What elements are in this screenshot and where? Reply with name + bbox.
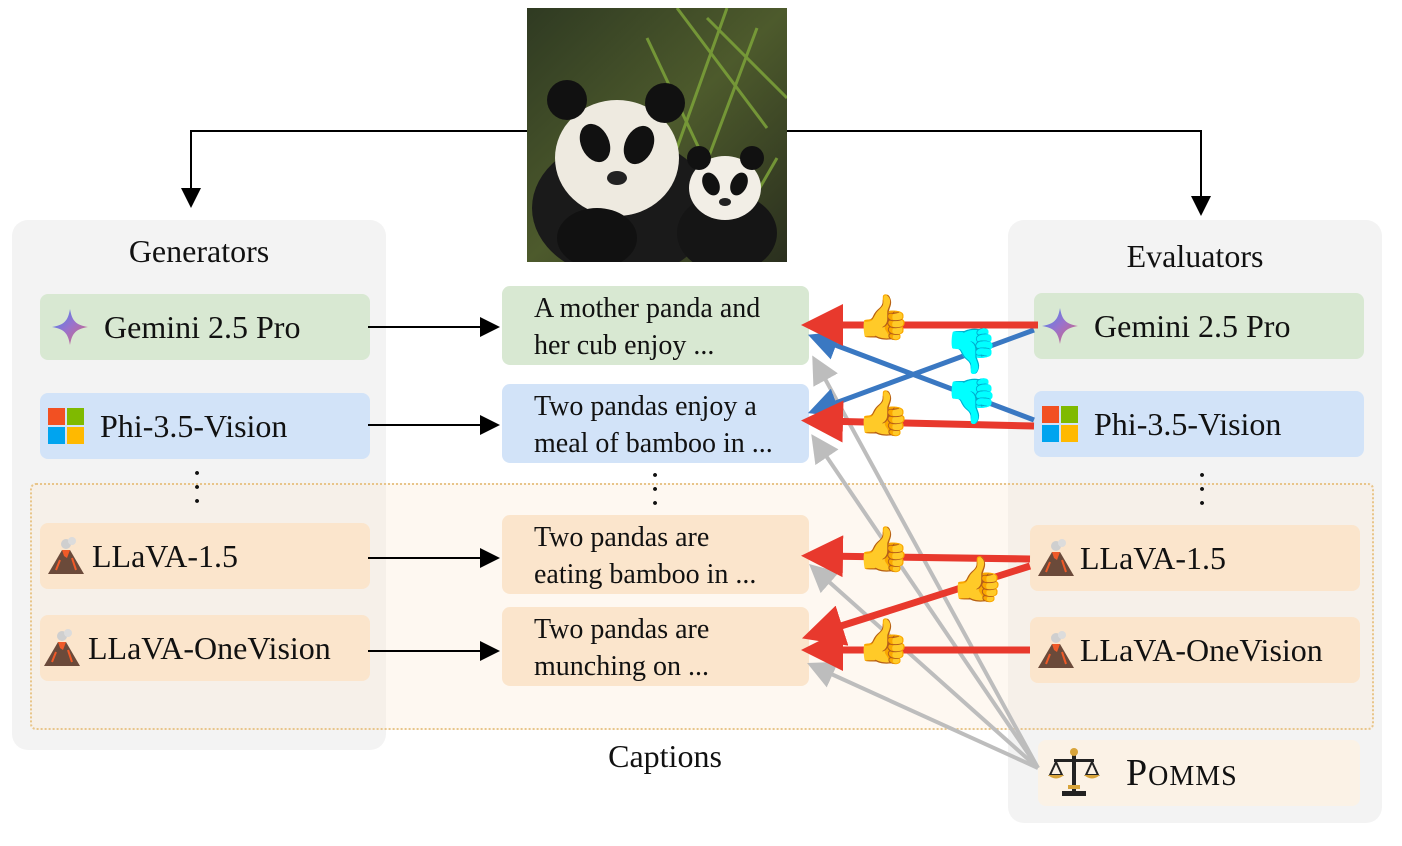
caption-gemini-line2: her cub enjoy ... [534,330,715,361]
caption-gemini: A mother panda and her cub enjoy ... [502,286,809,365]
pomms-to-caption-llava15-arrow [809,564,1040,770]
microsoft-logo-icon [1042,406,1078,442]
gemini-sparkle-icon [52,309,88,345]
phi-self-positive-arrow [801,400,1035,443]
volcano-icon [44,629,80,666]
phi-judges-gemini-negative-arrow [807,331,1035,423]
evaluators-title: Evaluators [1126,238,1264,274]
caption-llava-onevision: Two pandas are munching on ... [502,607,809,686]
evaluator-llava15: LLaVA-1.5 [1030,525,1360,591]
pomms-label-rest: OMMS [1148,761,1238,792]
volcano-icon [1038,631,1074,668]
generator-gemini: Gemini 2.5 Pro [40,294,370,360]
image-to-evaluators-arrow [787,130,1211,216]
caption-llava15-line1: Two pandas are [534,522,710,553]
volcano-icon [1038,539,1074,576]
caption-llava-onevision-line1: Two pandas are [534,614,710,645]
generators-title: Generators [128,233,270,269]
thumbs-down-icon: 👎 [944,327,999,376]
microsoft-logo-icon [48,408,84,444]
thumbs-up-icon: 👍 [856,617,911,666]
thumbs-up-icon: 👍 [950,555,1005,604]
evaluator-llava15-label: LLaVA-1.5 [1080,539,1227,576]
caption-llava15-line2: eating bamboo in ... [534,559,757,590]
pomms-label: POMMS [1126,751,1238,795]
generator-llava-onevision: LLaVA-OneVision [40,615,370,681]
evaluator-llava-onevision-label: LLaVA-OneVision [1080,631,1323,668]
generator-llava15: LLaVA-1.5 [40,523,370,589]
pomms-to-caption-llava-ov-arrow [807,661,1039,770]
generator-gemini-label: Gemini 2.5 Pro [104,308,301,345]
captions-title: Captions [608,738,722,774]
thumbs-up-icon: 👍 [856,525,911,574]
llava15-self-positive-arrow [801,535,1031,578]
image-to-generators-arrow [181,130,527,208]
evaluator-gemini: Gemini 2.5 Pro [1034,293,1364,359]
evaluator-phi-label: Phi-3.5-Vision [1094,405,1282,442]
balance-scale-icon [1048,748,1100,796]
caption-phi-line1: Two pandas enjoy a [534,391,757,422]
panda-photo [527,8,787,262]
generators-ellipsis: ··· [191,455,203,520]
pomms-evaluator: POMMS [1038,740,1360,806]
caption-gemini-line1: A mother panda and [534,293,761,324]
thumbs-up-icon: 👍 [856,389,911,438]
volcano-icon [48,537,84,574]
gemini-sparkle-icon [1042,308,1078,344]
evaluator-llava-onevision: LLaVA-OneVision [1030,617,1360,683]
generator-llava15-label: LLaVA-1.5 [92,537,239,574]
generator-llava-onevision-label: LLaVA-OneVision [88,629,331,666]
llava15-to-llava-ov-positive-arrow [801,562,1032,646]
caption-llava-onevision-line2: munching on ... [534,651,709,682]
generator-phi: Phi-3.5-Vision [40,393,370,459]
evaluator-phi: Phi-3.5-Vision [1034,391,1364,457]
captions-ellipsis: ··· [649,457,661,522]
evaluator-gemini-label: Gemini 2.5 Pro [1094,307,1291,344]
pomms-label-initial: P [1126,752,1149,794]
caption-phi-line2: meal of bamboo in ... [534,428,773,459]
generator-phi-label: Phi-3.5-Vision [100,407,288,444]
caption-llava15: Two pandas are eating bamboo in ... [502,515,809,594]
gemini-judges-phi-negative-arrow [807,327,1035,417]
thumbs-up-icon: 👍 [856,293,911,342]
pomms-to-caption-phi-arrow [811,434,1040,770]
evaluators-ellipsis: ··· [1196,457,1208,522]
thumbs-down-icon: 👎 [944,377,999,426]
pomms-to-caption-gemini-arrow [812,355,1040,769]
caption-phi: Two pandas enjoy a meal of bamboo in ... [502,384,809,463]
